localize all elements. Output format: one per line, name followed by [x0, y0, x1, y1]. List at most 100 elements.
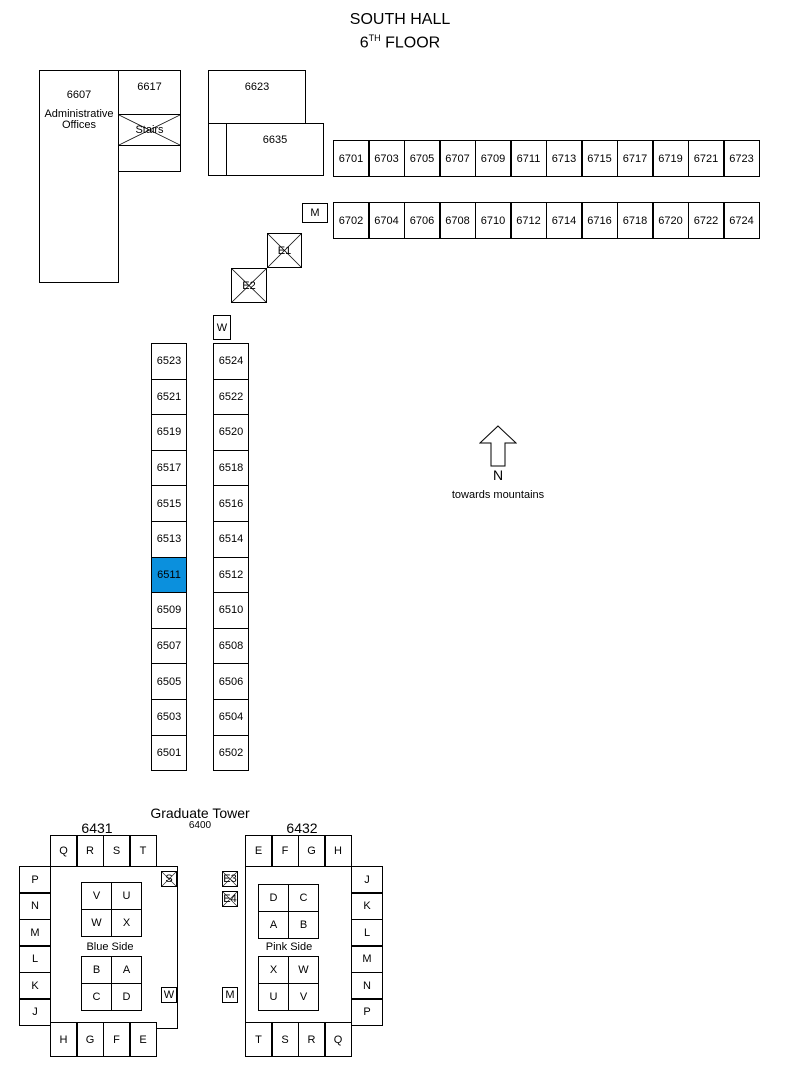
room-6509[interactable]: 6509 — [151, 592, 187, 629]
room-6523[interactable]: 6523 — [151, 343, 187, 380]
room-6519[interactable]: 6519 — [151, 414, 187, 451]
room-6706[interactable]: 6706 — [404, 202, 440, 239]
room-6635[interactable]: 6635 — [226, 123, 324, 176]
room-6507[interactable]: 6507 — [151, 627, 187, 665]
tower-6432-room-A[interactable]: A — [258, 911, 289, 939]
tower-6431-room-X[interactable]: X — [111, 909, 142, 937]
room-6524[interactable]: 6524 — [213, 343, 249, 380]
room-6510[interactable]: 6510 — [213, 592, 249, 629]
room-6512[interactable]: 6512 — [213, 556, 249, 594]
room-6511[interactable]: 6511 — [151, 556, 187, 594]
elevator-e1[interactable]: E1 — [267, 233, 302, 268]
room-6522[interactable]: 6522 — [213, 378, 249, 416]
tower-6431-room-U[interactable]: U — [111, 882, 142, 910]
tower-6432-room-U[interactable]: U — [258, 983, 289, 1011]
tower-6431-room-K[interactable]: K — [19, 972, 51, 999]
tower-washroom[interactable]: W — [161, 987, 177, 1003]
tower-mechanical[interactable]: M — [222, 987, 238, 1003]
elevator-e4[interactable]: E4 — [222, 891, 238, 907]
tower-6432-room-S[interactable]: S — [271, 1022, 299, 1057]
room-6721[interactable]: 6721 — [688, 140, 724, 177]
tower-6431-room-D[interactable]: D — [111, 983, 142, 1011]
tower-6431-room-Q[interactable]: Q — [50, 835, 77, 867]
room-6723[interactable]: 6723 — [723, 140, 760, 177]
room-6707[interactable]: 6707 — [439, 140, 476, 177]
tower-6431-room-L[interactable]: L — [19, 945, 51, 973]
tower-stairs[interactable]: S — [161, 871, 177, 887]
tower-6432-room-P[interactable]: P — [351, 998, 383, 1026]
mechanical-room[interactable]: M — [302, 203, 328, 223]
room-6623[interactable]: 6623 — [208, 70, 306, 124]
tower-6431-room-N[interactable]: N — [19, 892, 51, 920]
tower-6432-room-K[interactable]: K — [351, 892, 383, 920]
tower-6431-room-S[interactable]: S — [103, 835, 130, 867]
tower-6431-room-M[interactable]: M — [19, 919, 51, 946]
tower-6432-room-Q[interactable]: Q — [324, 1022, 352, 1057]
elevator-e2[interactable]: E2 — [231, 268, 267, 303]
room-6520[interactable]: 6520 — [213, 414, 249, 451]
room-6722[interactable]: 6722 — [688, 202, 724, 239]
room-6701[interactable]: 6701 — [333, 140, 369, 177]
tower-6431-room-V[interactable]: V — [81, 882, 112, 910]
tower-6431-room-E[interactable]: E — [129, 1022, 157, 1057]
room-6719[interactable]: 6719 — [652, 140, 689, 177]
tower-6431-room-T[interactable]: T — [129, 835, 157, 867]
tower-6432-room-G[interactable]: G — [298, 835, 325, 867]
room-6504[interactable]: 6504 — [213, 699, 249, 736]
room-6704[interactable]: 6704 — [368, 202, 405, 239]
room-6713[interactable]: 6713 — [546, 140, 582, 177]
tower-6431-room-P[interactable]: P — [19, 866, 51, 893]
tower-6432-room-B[interactable]: B — [288, 911, 319, 939]
room-6724[interactable]: 6724 — [723, 202, 760, 239]
room-6705[interactable]: 6705 — [404, 140, 440, 177]
room-6715[interactable]: 6715 — [581, 140, 618, 177]
tower-6431-room-H[interactable]: H — [50, 1022, 77, 1057]
tower-6432-room-H[interactable]: H — [324, 835, 352, 867]
tower-6432-room-M[interactable]: M — [351, 945, 383, 973]
room-6607[interactable]: 6607 Administrative Offices — [39, 70, 119, 283]
room-6708[interactable]: 6708 — [439, 202, 476, 239]
room-6501[interactable]: 6501 — [151, 734, 187, 772]
tower-6432-room-C[interactable]: C — [288, 884, 319, 912]
room-6718[interactable]: 6718 — [617, 202, 653, 239]
tower-6432-room-L[interactable]: L — [351, 919, 383, 946]
room-6517[interactable]: 6517 — [151, 449, 187, 487]
room-6617[interactable]: 6617 — [118, 70, 181, 115]
room-6720[interactable]: 6720 — [652, 202, 689, 239]
tower-6431-room-F[interactable]: F — [103, 1022, 130, 1057]
room-6505[interactable]: 6505 — [151, 663, 187, 700]
tower-6432-room-R[interactable]: R — [298, 1022, 325, 1057]
tower-6431-room-A[interactable]: A — [111, 956, 142, 984]
tower-6432-room-W[interactable]: W — [288, 956, 319, 984]
room-6515[interactable]: 6515 — [151, 485, 187, 522]
room-unlabeled[interactable] — [118, 145, 181, 172]
room-6514[interactable]: 6514 — [213, 521, 249, 558]
tower-6432-room-X[interactable]: X — [258, 956, 289, 984]
tower-6431-room-R[interactable]: R — [76, 835, 104, 867]
tower-6432-room-J[interactable]: J — [351, 866, 383, 893]
room-6714[interactable]: 6714 — [546, 202, 582, 239]
tower-6432-room-F[interactable]: F — [271, 835, 299, 867]
room-6502[interactable]: 6502 — [213, 734, 249, 772]
room-6518[interactable]: 6518 — [213, 449, 249, 487]
tower-6431-room-G[interactable]: G — [76, 1022, 104, 1057]
room-6712[interactable]: 6712 — [510, 202, 547, 239]
elevator-e3[interactable]: E3 — [222, 871, 238, 887]
tower-6432-room-V[interactable]: V — [288, 983, 319, 1011]
room-6711[interactable]: 6711 — [510, 140, 547, 177]
room-6521[interactable]: 6521 — [151, 378, 187, 416]
tower-6431-room-J[interactable]: J — [19, 998, 51, 1026]
washroom[interactable]: W — [213, 315, 231, 340]
tower-6431-room-W[interactable]: W — [81, 909, 112, 937]
room-6716[interactable]: 6716 — [581, 202, 618, 239]
room-6717[interactable]: 6717 — [617, 140, 653, 177]
room-6710[interactable]: 6710 — [475, 202, 511, 239]
tower-6432-room-N[interactable]: N — [351, 972, 383, 999]
room-6506[interactable]: 6506 — [213, 663, 249, 700]
room-6702[interactable]: 6702 — [333, 202, 369, 239]
room-6503[interactable]: 6503 — [151, 699, 187, 736]
room-6709[interactable]: 6709 — [475, 140, 511, 177]
room-6516[interactable]: 6516 — [213, 485, 249, 522]
tower-6431-room-C[interactable]: C — [81, 983, 112, 1011]
tower-6432-room-D[interactable]: D — [258, 884, 289, 912]
